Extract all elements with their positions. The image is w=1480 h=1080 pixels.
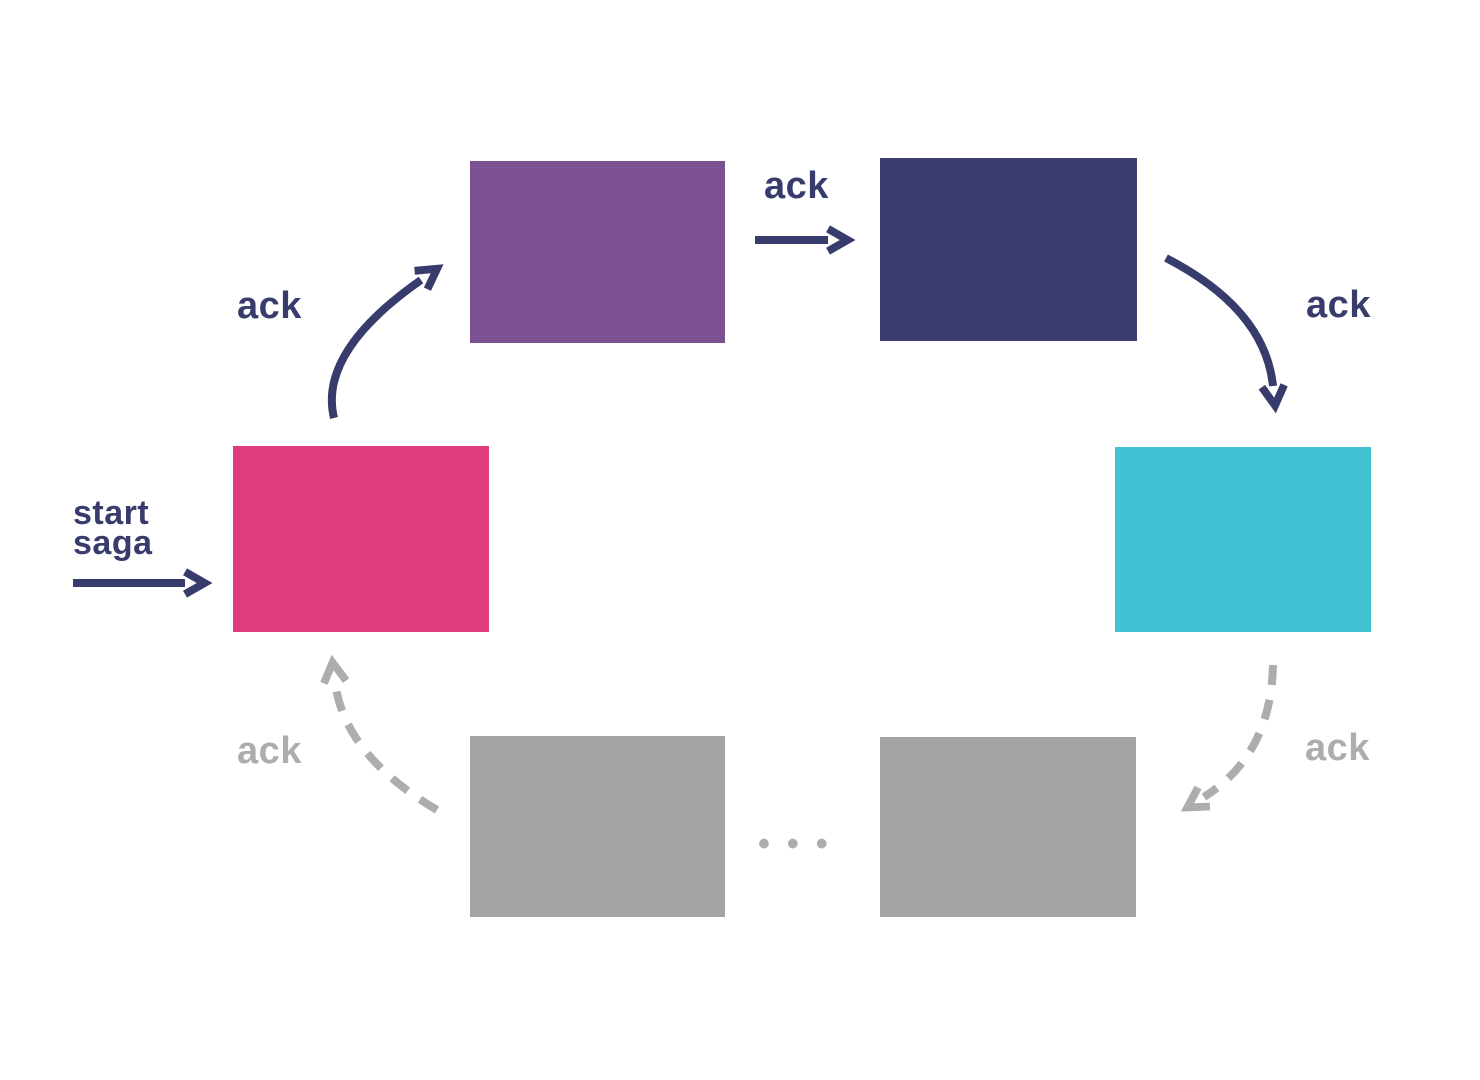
ack-label-step3-to-step4: ack (1306, 284, 1371, 326)
node-step-4 (1115, 447, 1371, 632)
ellipsis-dots: ••• (758, 825, 845, 863)
ack-label-step2-to-step3: ack (764, 165, 829, 207)
ack-arrow-dashed-gray-to-step1 (320, 654, 440, 814)
ack-arrow-dashed-step4-to-gray (1180, 664, 1277, 812)
ack-label-gray-to-step1: ack (237, 730, 302, 772)
node-step-1 (233, 446, 489, 632)
ack-arrow-step1-to-step2 (327, 264, 444, 419)
node-step-2 (470, 161, 725, 343)
start-saga-label: start saga (73, 494, 153, 562)
ack-arrow-step3-to-step4 (1164, 254, 1288, 414)
ack-label-step4-to-gray: ack (1305, 727, 1370, 769)
node-step-n-right (880, 737, 1136, 917)
node-step-n-left (470, 736, 725, 917)
node-step-3 (880, 158, 1137, 341)
ack-label-step1-to-step2: ack (237, 285, 302, 327)
